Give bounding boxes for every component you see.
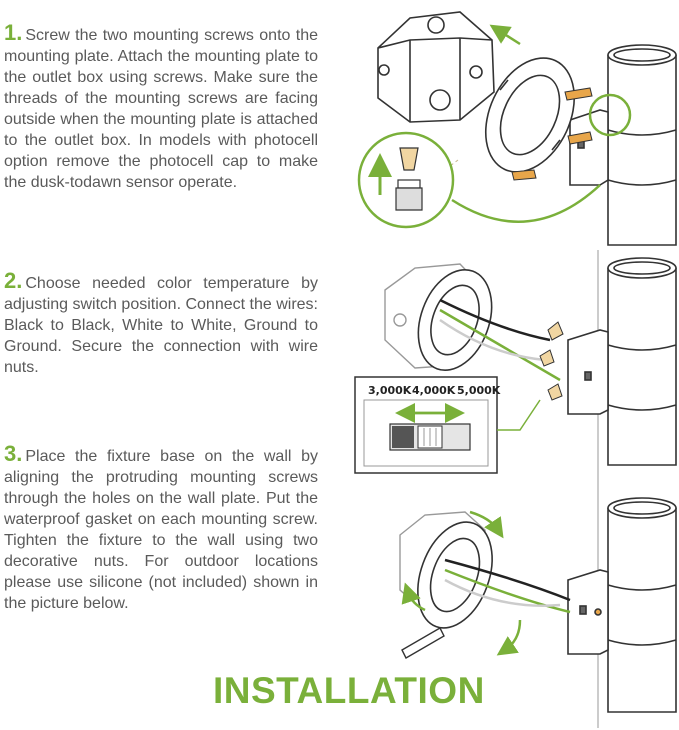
step-1-number: 1.: [4, 20, 23, 45]
cct-label-2: 4,000K: [412, 384, 456, 397]
step-2-number: 2.: [4, 268, 23, 293]
step-3-number: 3.: [4, 441, 23, 466]
wall-fixture-icon: [567, 497, 677, 713]
mounting-screws: [511, 87, 593, 181]
wall-fixture-icon: [567, 257, 677, 466]
cct-label-3: 5,000K: [457, 384, 501, 397]
switch-icon: 3,000K 4,000K 5,000K: [354, 376, 501, 474]
photocell-icon: [357, 131, 455, 229]
installation-title: INSTALLATION: [213, 670, 485, 711]
wall-fixture-icon: [569, 44, 677, 246]
wire-nut-icon: [539, 321, 564, 401]
step-2-text: Choose needed color temperature by adjus…: [4, 275, 318, 376]
step-1: 1.Screw the two mounting screws onto the…: [4, 22, 318, 193]
step-3-text: Place the fixture base on the wall by al…: [4, 448, 318, 612]
silicone-tube-icon: [401, 627, 445, 659]
cct-label-1: 3,000K: [368, 384, 412, 397]
step-3: 3.Place the fixture base on the wall by …: [4, 443, 318, 614]
mounting-plate-icon: [484, 57, 576, 173]
outlet-box-icon: [377, 11, 495, 123]
step-2: 2.Choose needed color temperature by adj…: [4, 270, 318, 378]
step-1-text: Screw the two mounting screws onto the m…: [4, 27, 318, 191]
